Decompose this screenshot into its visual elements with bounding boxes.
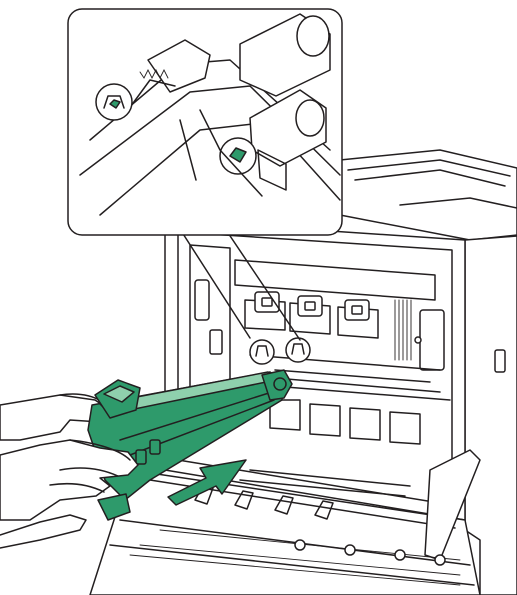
detail-callout — [67, 8, 343, 341]
alignment-mark-left-icon — [249, 339, 275, 365]
right-hand — [0, 439, 139, 549]
drum-unit — [87, 369, 293, 521]
insert-direction-arrow — [167, 459, 247, 506]
alignment-mark-right-icon — [285, 337, 311, 363]
